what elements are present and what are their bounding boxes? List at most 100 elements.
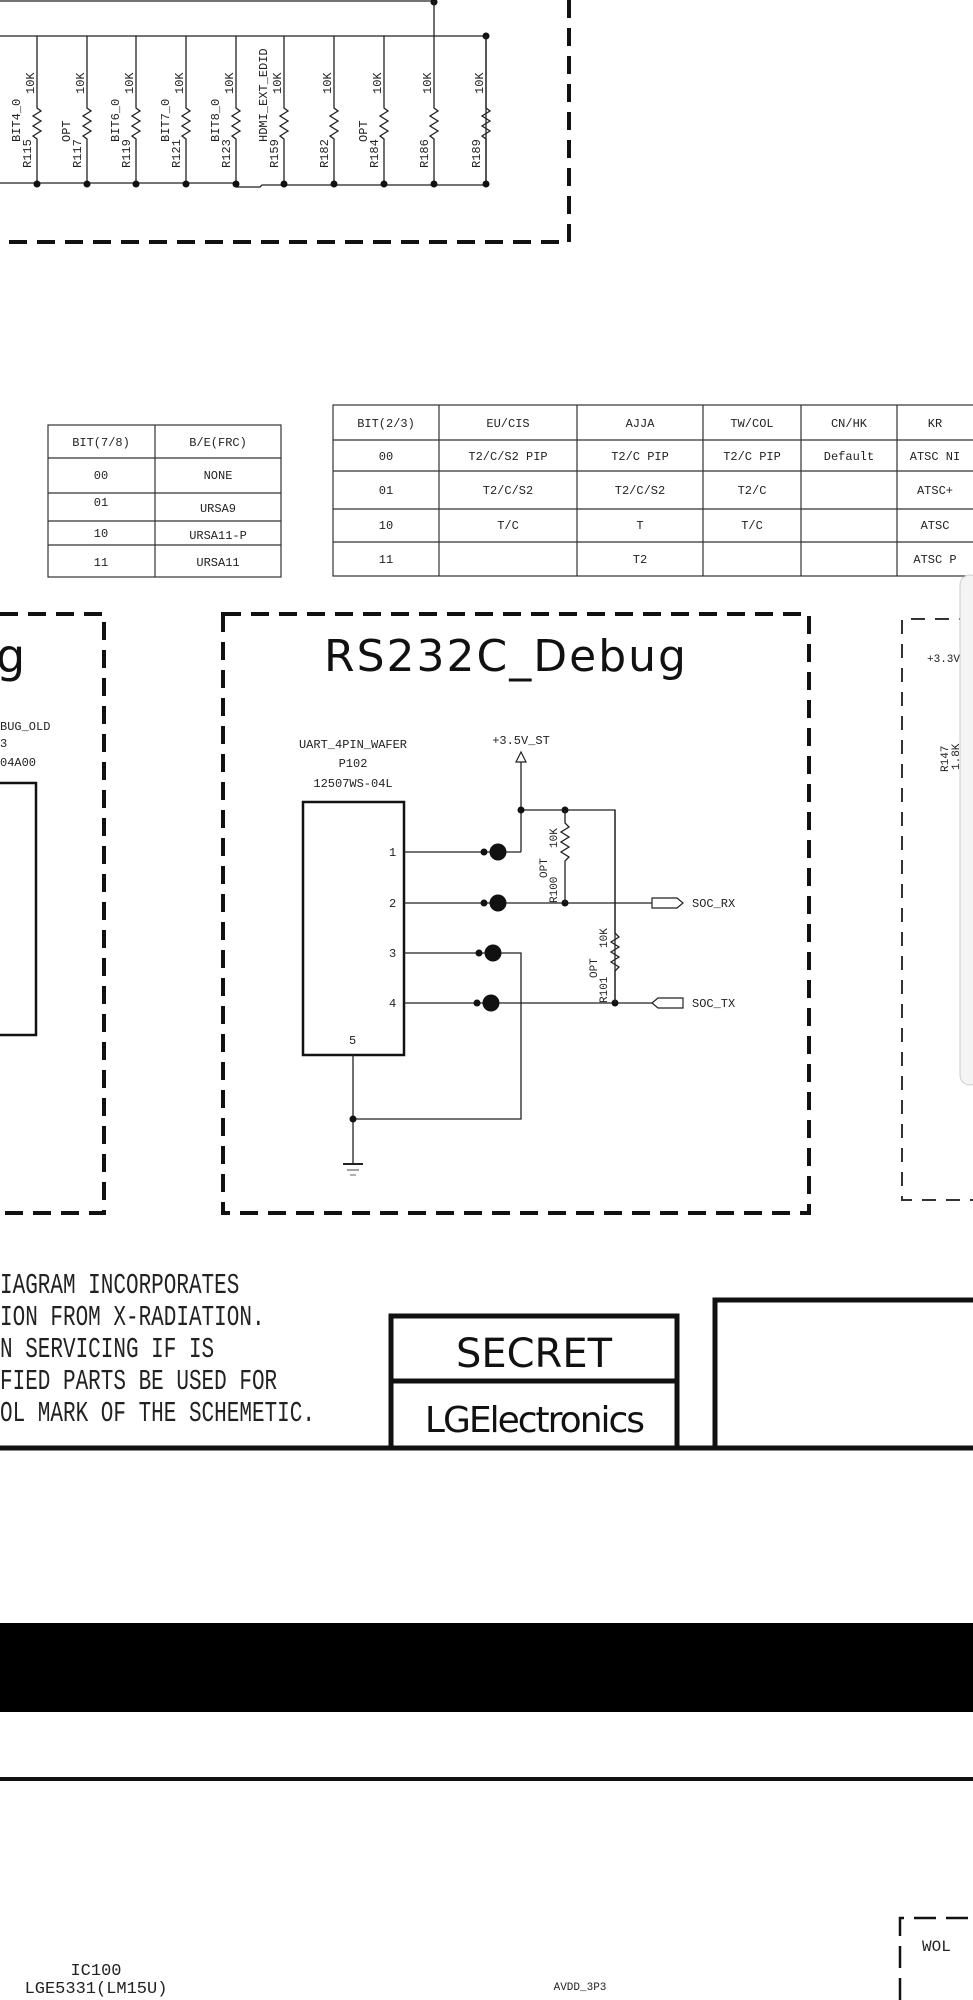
table-cell: NONE bbox=[204, 469, 233, 483]
table-header: CN/HK bbox=[831, 417, 868, 431]
part-label: 3 bbox=[0, 737, 7, 751]
overlay-strip bbox=[959, 574, 973, 1086]
table-header: KR bbox=[928, 417, 942, 431]
table-frc: BIT(7/8) B/E(FRC) 00 NONE 01 URSA9 10 UR… bbox=[47, 424, 282, 578]
resistor-option: BIT7_0 bbox=[159, 99, 173, 142]
net-flag-icon bbox=[651, 997, 684, 1009]
notice-line: N SERVICING IF IS bbox=[0, 1334, 214, 1366]
resistor-ref: R117 bbox=[71, 139, 85, 168]
pin-number: 1 bbox=[389, 846, 396, 860]
table-cell: T2/C bbox=[738, 484, 767, 498]
resistor-ref: R115 bbox=[21, 139, 35, 168]
resistor-value: 10K bbox=[549, 828, 561, 848]
resistor-ref: R101 bbox=[599, 976, 611, 1003]
power-arrow-icon bbox=[515, 750, 527, 763]
secret-label: SECRET bbox=[456, 1331, 613, 1377]
resistor-option: OPT bbox=[357, 120, 371, 142]
pin-number: 3 bbox=[389, 947, 396, 961]
resistor-value: 10K bbox=[223, 72, 237, 94]
resistor-value: 10K bbox=[371, 72, 385, 94]
table-cell: 10 bbox=[379, 519, 393, 533]
info-box bbox=[712, 1297, 973, 1448]
resistor-option: OPT bbox=[589, 958, 601, 978]
section-border bbox=[0, 612, 106, 1215]
resistor-option: BIT8_0 bbox=[209, 99, 223, 142]
notice-line: ION FROM X-RADIATION. bbox=[0, 1302, 265, 1334]
table-frame bbox=[47, 424, 282, 578]
pin-number: 5 bbox=[349, 1034, 356, 1048]
rs232c-debug-block: RS232C_Debug UART_4PIN_WAFER P102 12507W… bbox=[221, 612, 811, 1215]
resistor-r100: R100 OPT 10K bbox=[539, 810, 571, 903]
wire-pin3 bbox=[353, 952, 522, 1120]
table-cell: T2/C/S2 bbox=[615, 484, 665, 498]
table-cell: 00 bbox=[379, 450, 393, 464]
test-pad bbox=[475, 944, 502, 962]
table-header: EU/CIS bbox=[486, 417, 529, 431]
test-pad bbox=[480, 843, 507, 861]
ic-part: LGE5331(LM15U) bbox=[25, 1980, 168, 1999]
net-label: AVDD_3P3 bbox=[554, 1982, 607, 1994]
junction-dot bbox=[232, 180, 240, 188]
table-cell: 00 bbox=[94, 469, 108, 483]
ground-icon bbox=[343, 1163, 363, 1176]
resistor-value: 10K bbox=[473, 72, 487, 94]
xray-notice: IAGRAM INCORPORATES ION FROM X-RADIATION… bbox=[0, 1270, 315, 1430]
pin-number: 2 bbox=[389, 897, 396, 911]
section-border bbox=[901, 618, 973, 1201]
junction-dot bbox=[380, 180, 388, 188]
table-cell: URSA11-P bbox=[189, 529, 247, 543]
connector-p102 bbox=[301, 800, 406, 1057]
resistor-ref: R182 bbox=[318, 139, 332, 168]
table-header: TW/COL bbox=[730, 417, 773, 431]
junction-dot bbox=[430, 180, 438, 188]
resistor-value: 10K bbox=[24, 72, 38, 94]
resistor-value: 10K bbox=[321, 72, 335, 94]
table-cell: T bbox=[636, 519, 643, 533]
resistor-ref: R159 bbox=[268, 139, 282, 168]
test-pad bbox=[480, 894, 507, 912]
connector-body bbox=[0, 781, 38, 1037]
resistor-option: BIT4_0 bbox=[10, 99, 24, 142]
net-flag-icon bbox=[651, 897, 684, 909]
resistor-r182: R182 10K bbox=[318, 36, 340, 188]
resistor-value: 10K bbox=[123, 72, 137, 94]
table-header: B/E(FRC) bbox=[189, 436, 247, 450]
table-cell: ATSC+ bbox=[917, 484, 953, 498]
table-cell: T2 bbox=[633, 553, 647, 567]
table-header: BIT(2/3) bbox=[357, 417, 415, 431]
resistor-value: 10K bbox=[421, 72, 435, 94]
resistor-value: 10K bbox=[173, 72, 187, 94]
notice-line: IAGRAM INCORPORATES bbox=[0, 1270, 239, 1302]
resistor-r101: R101 OPT 10K bbox=[589, 810, 621, 1003]
resistor-value: 10K bbox=[74, 72, 88, 94]
block-title-fragment: g bbox=[0, 629, 25, 683]
notice-line: OL MARK OF THE SCHEMETIC. bbox=[0, 1398, 315, 1430]
table-cell: T2/C PIP bbox=[611, 450, 669, 464]
company-logo: LGElectronics bbox=[425, 1400, 643, 1441]
table-cell: ATSC NI bbox=[910, 450, 960, 464]
net-label-soc-rx: SOC_RX bbox=[692, 897, 735, 911]
junction-dot bbox=[83, 180, 91, 188]
title-block: SECRET LGElectronics bbox=[0, 1297, 973, 1451]
connector-ref: P102 bbox=[339, 757, 368, 771]
part-label: 04A00 bbox=[0, 756, 36, 770]
resistor-ref: R186 bbox=[418, 139, 432, 168]
resistor-ref: R184 bbox=[368, 139, 382, 168]
power-net-label: +3.5V_ST bbox=[492, 734, 550, 748]
table-cell: 01 bbox=[94, 496, 108, 510]
test-pad bbox=[473, 994, 500, 1012]
table-cell: 10 bbox=[94, 527, 108, 541]
connector-name: UART_4PIN_WAFER bbox=[299, 738, 407, 752]
block-title: WOL bbox=[922, 1938, 951, 1956]
resistor-option: HDMI_EXT_EDID bbox=[257, 48, 271, 142]
table-cell: Default bbox=[824, 450, 874, 464]
black-band bbox=[0, 1623, 973, 1712]
junction-dot bbox=[280, 180, 288, 188]
resistor-ref: R147 bbox=[940, 746, 952, 772]
